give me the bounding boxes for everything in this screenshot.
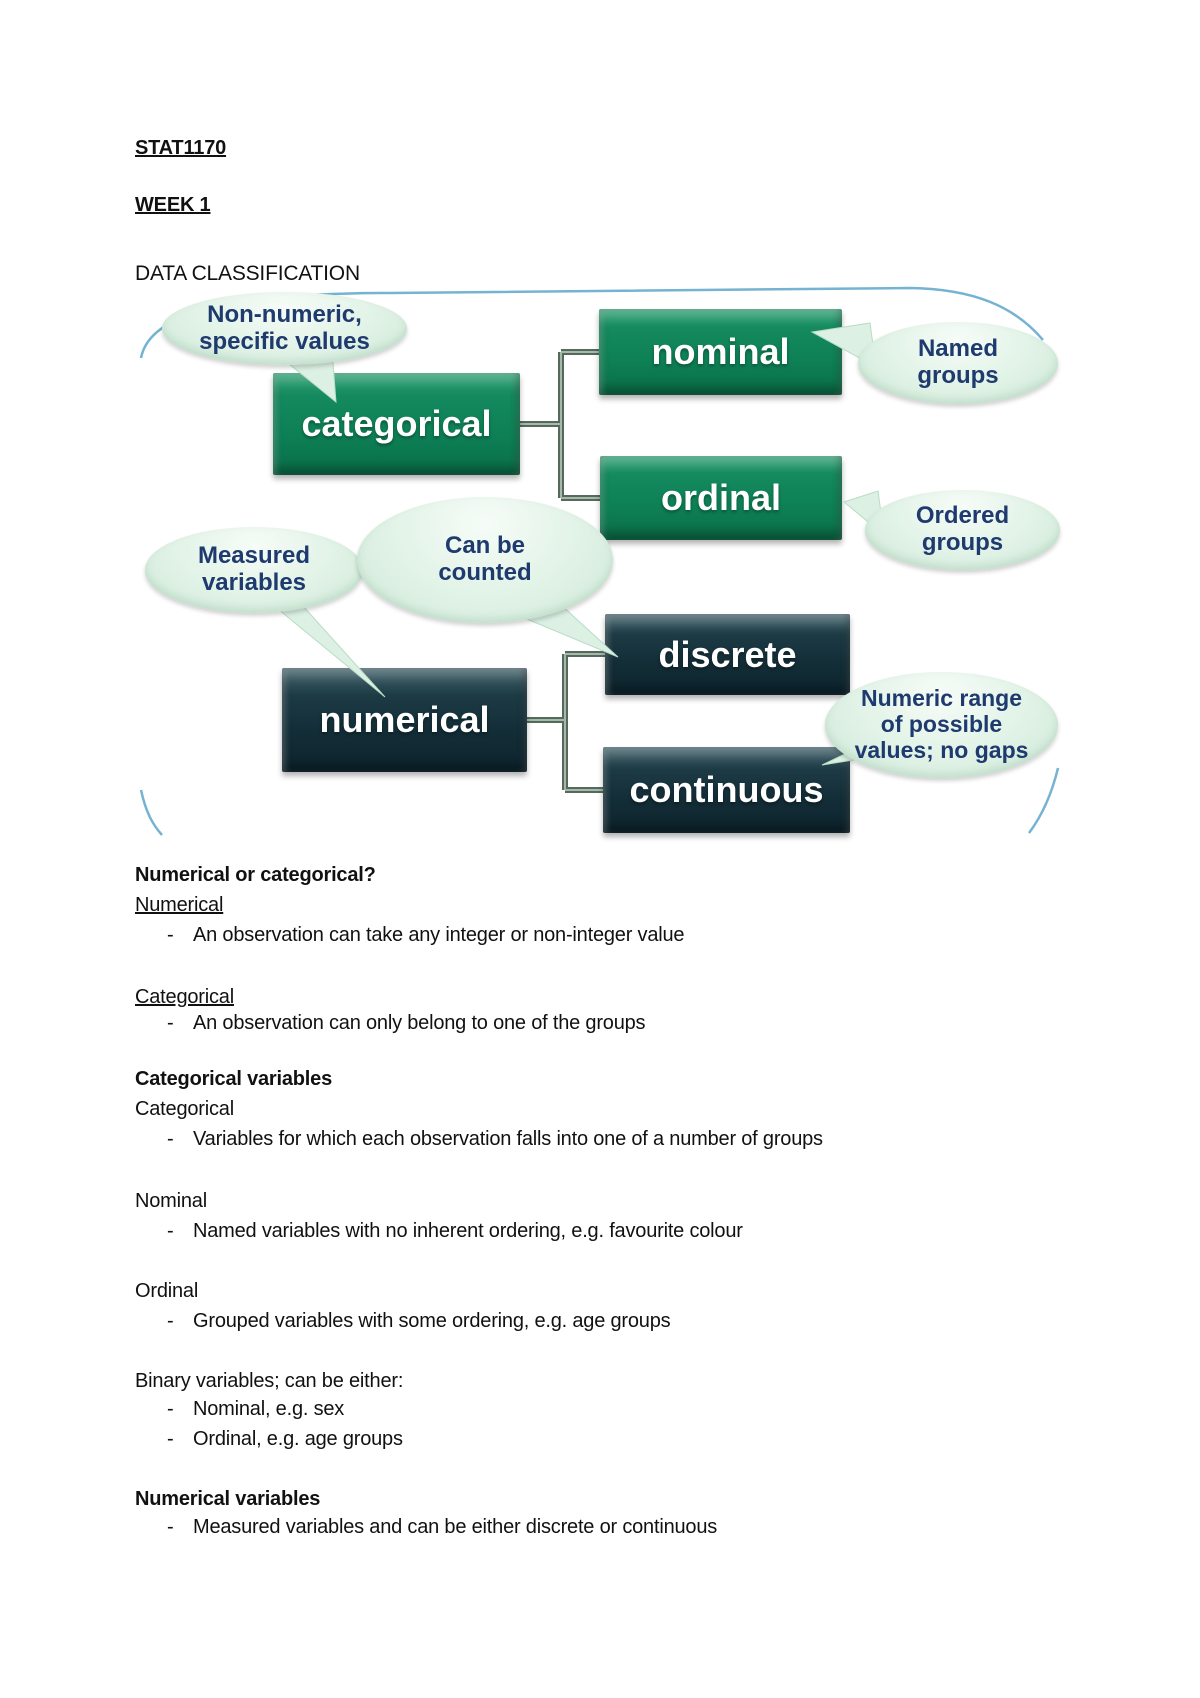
nominal-box: nominal	[599, 309, 842, 395]
continuous-box-label: continuous	[629, 769, 824, 810]
frame-curve-bottom-left	[139, 789, 163, 836]
ordered-groups-bubble: Ordered groups	[865, 490, 1060, 570]
categorical-box: categorical	[273, 373, 520, 475]
measured-variables-bubble-line1: Measured	[197, 542, 311, 570]
non-numeric-bubble: Non-numeric, specific values	[162, 292, 407, 365]
frame-curve-bottom-right	[1027, 767, 1060, 834]
binary-bullet-nominal: - Nominal, e.g. sex	[135, 1398, 344, 1421]
numerical-variables-bullet-text: Measured variables and can be either dis…	[193, 1516, 718, 1538]
numeric-range-bubble-line1: Numeric range	[860, 685, 1023, 712]
data-classification-diagram: categorical nominal ordinal numerical di…	[0, 285, 1200, 850]
named-groups-bubble-line1: Named	[917, 335, 998, 363]
nominal-bullet: - Named variables with no inherent order…	[135, 1220, 743, 1243]
discrete-box: discrete	[605, 614, 850, 695]
bullet-dash: -	[167, 1310, 174, 1332]
continuous-box: continuous	[603, 747, 850, 833]
course-code-heading: STAT1170	[135, 137, 227, 159]
question-heading: Numerical or categorical?	[135, 864, 376, 886]
ordinal-bullet: - Grouped variables with some ordering, …	[135, 1310, 671, 1333]
measured-variables-bubble: Measured variables	[145, 527, 363, 613]
non-numeric-bubble-line2: specific values	[199, 327, 370, 355]
categorical-bullet: - An observation can only belong to one …	[135, 1012, 646, 1035]
connector-categorical-inner	[520, 351, 600, 499]
nominal-bullet-text: Named variables with no inherent orderin…	[193, 1220, 743, 1242]
numeric-range-bubble-line2: of possible	[880, 711, 1003, 738]
discrete-box-label: discrete	[658, 633, 797, 675]
connector-numerical-inner	[527, 653, 605, 791]
categorical-variables-bullet-text: Variables for which each observation fal…	[193, 1128, 823, 1150]
numerical-variables-bullet: - Measured variables and can be either d…	[135, 1516, 717, 1539]
numerical-bullet-text: An observation can take any integer or n…	[193, 924, 685, 946]
ordinal-box: ordinal	[600, 456, 842, 540]
numerical-box: numerical	[282, 668, 527, 772]
categorical-variables-heading: Categorical variables	[135, 1068, 333, 1090]
non-numeric-bubble-line1: Non-numeric,	[207, 300, 362, 328]
ordinal-heading: Ordinal	[135, 1280, 199, 1302]
bullet-dash: -	[167, 924, 174, 946]
numerical-box-label: numerical	[319, 699, 490, 740]
numeric-range-bubble: Numeric range of possible values; no gap…	[825, 672, 1058, 778]
section-heading: DATA CLASSIFICATION	[135, 262, 360, 285]
nominal-box-label: nominal	[651, 331, 790, 372]
ordinal-bullet-text: Grouped variables with some ordering, e.…	[193, 1310, 671, 1332]
nominal-heading: Nominal	[135, 1190, 207, 1212]
ordered-groups-bubble-line2: groups	[921, 529, 1004, 556]
measured-variables-bubble-line2: variables	[201, 569, 307, 596]
categorical-subheading: Categorical	[135, 986, 234, 1008]
categorical-variables-bullet: - Variables for which each observation f…	[135, 1128, 823, 1151]
bullet-dash: -	[167, 1516, 174, 1538]
numerical-variables-heading: Numerical variables	[135, 1488, 321, 1510]
numerical-bullet: - An observation can take any integer or…	[135, 924, 685, 947]
categorical-bullet-text: An observation can only belong to one of…	[193, 1012, 646, 1034]
binary-bullet-ordinal-text: Ordinal, e.g. age groups	[193, 1428, 403, 1450]
can-be-counted-bubble-line1: Can be	[444, 532, 525, 560]
week-heading: WEEK 1	[135, 194, 211, 216]
numeric-range-bubble-line3: values; no gaps	[854, 736, 1029, 763]
ordered-groups-bubble-line1: Ordered	[915, 502, 1010, 530]
binary-bullet-ordinal: - Ordinal, e.g. age groups	[135, 1428, 403, 1451]
ordinal-box-label: ordinal	[660, 477, 781, 518]
numerical-subheading: Numerical	[135, 894, 224, 916]
bullet-dash: -	[167, 1428, 174, 1450]
categorical-sub-label: Categorical	[135, 1098, 234, 1120]
bullet-dash: -	[167, 1220, 174, 1242]
binary-variables-heading: Binary variables; can be either:	[135, 1370, 404, 1392]
bullet-dash: -	[167, 1398, 174, 1420]
bullet-dash: -	[167, 1012, 174, 1034]
named-groups-bubble: Named groups	[858, 322, 1058, 404]
can-be-counted-bubble-line2: counted	[438, 559, 532, 586]
named-groups-bubble-line2: groups	[917, 362, 999, 389]
can-be-counted-bubble: Can be counted	[357, 497, 613, 623]
bullet-dash: -	[167, 1128, 174, 1150]
categorical-box-label: categorical	[301, 403, 492, 444]
binary-bullet-nominal-text: Nominal, e.g. sex	[193, 1398, 345, 1420]
